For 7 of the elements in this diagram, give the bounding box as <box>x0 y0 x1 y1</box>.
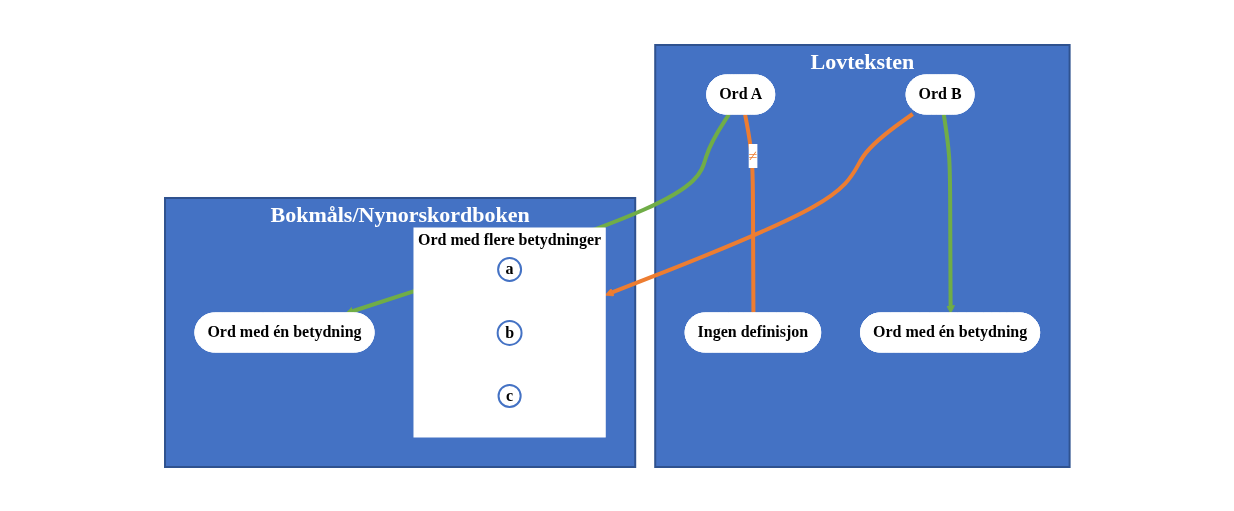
edge-label: ≠ <box>748 146 757 164</box>
node-circle: a <box>496 256 522 282</box>
node-circle: b <box>496 319 523 346</box>
connector <box>742 113 756 313</box>
arrow <box>604 111 914 296</box>
arrow <box>941 113 955 314</box>
node-circle: c <box>497 383 522 408</box>
